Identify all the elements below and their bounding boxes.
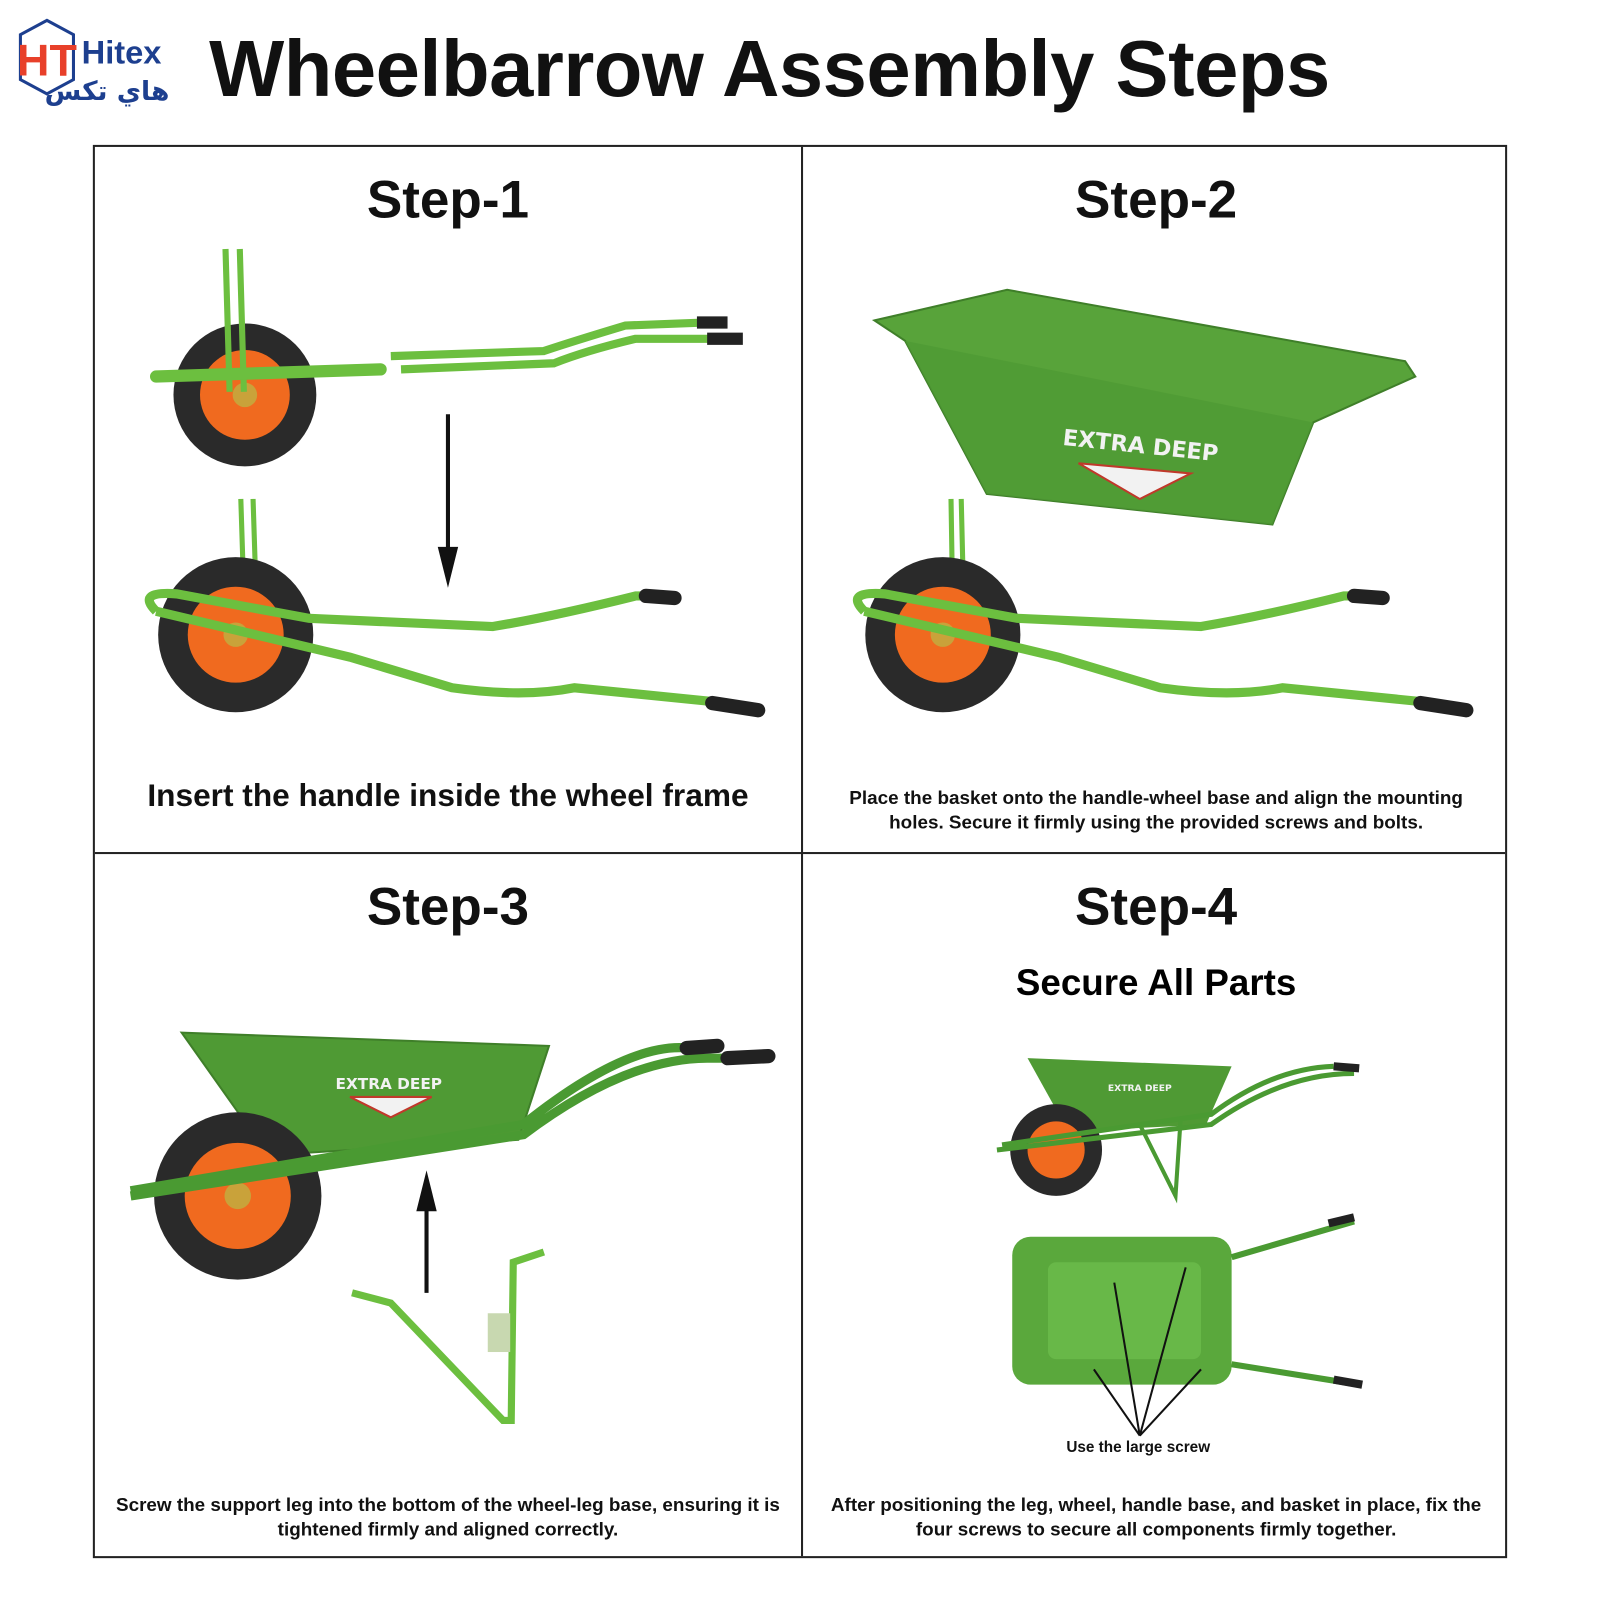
step-caption: Screw the support leg into the bottom of…: [115, 1493, 780, 1540]
step-title: Step-1: [366, 170, 530, 230]
arrow-down-icon: [437, 414, 459, 588]
step-caption: After positioning the leg, wheel, handle…: [830, 1493, 1482, 1540]
step-title: Step-3: [366, 877, 530, 937]
handles-part: [390, 316, 743, 374]
step-1-panel: Step-1 Insert the handle inside the whee…: [95, 147, 801, 853]
page-title: Wheelbarrow Assembly Steps: [209, 23, 1330, 114]
side-view-wheelbarrow: EXTRA DEEP: [996, 1058, 1360, 1204]
step-3-panel: EXTRA DEEP Step-3 Screw the support leg …: [95, 854, 801, 1560]
step-4-panel: EXTRA DEEP Step-4 Secure All Parts: [803, 854, 1509, 1560]
step-subtitle: Secure All Parts: [1015, 961, 1297, 1004]
basket: EXTRA DEEP: [871, 288, 1417, 526]
screw-pointer-lines: [1093, 1267, 1202, 1437]
step-2-panel: EXTRA DEEP Step-2 Place the basket onto …: [803, 147, 1509, 853]
screw-note: Use the large screw: [1066, 1438, 1211, 1457]
svg-text:هاي تكس: هاي تكس: [45, 76, 170, 107]
assembled-wheelbarrow: EXTRA DEEP: [129, 1031, 776, 1280]
svg-text:HT: HT: [18, 35, 76, 86]
step-4-illustration: EXTRA DEEP: [996, 1058, 1363, 1437]
svg-text:Hitex: Hitex: [82, 33, 162, 70]
divider: [94, 852, 1506, 855]
top-view-wheelbarrow: [1012, 1213, 1363, 1389]
svg-text:EXTRA DEEP: EXTRA DEEP: [1108, 1083, 1172, 1094]
step-3-illustration: EXTRA DEEP: [129, 1031, 776, 1424]
support-leg-part: [351, 1248, 546, 1424]
step-caption: Insert the handle inside the wheel frame: [147, 777, 749, 814]
assembled-frame: [144, 498, 766, 718]
hitex-logo: HT Hitex هاي تكس: [17, 18, 181, 110]
step-title: Step-2: [1075, 170, 1238, 230]
wheel-frame: [852, 498, 1474, 718]
steps-grid: Step-1 Insert the handle inside the whee…: [92, 144, 1509, 1560]
divider: [801, 146, 804, 1557]
arrow-up-icon: [416, 1170, 437, 1293]
step-title: Step-4: [1075, 877, 1238, 937]
svg-text:EXTRA DEEP: EXTRA DEEP: [336, 1075, 442, 1093]
wheel-frame-part: [149, 248, 387, 467]
step-2-illustration: EXTRA DEEP: [852, 288, 1474, 718]
step-caption: Place the basket onto the handle-wheel b…: [849, 786, 1463, 833]
step-1-illustration: [144, 248, 766, 718]
